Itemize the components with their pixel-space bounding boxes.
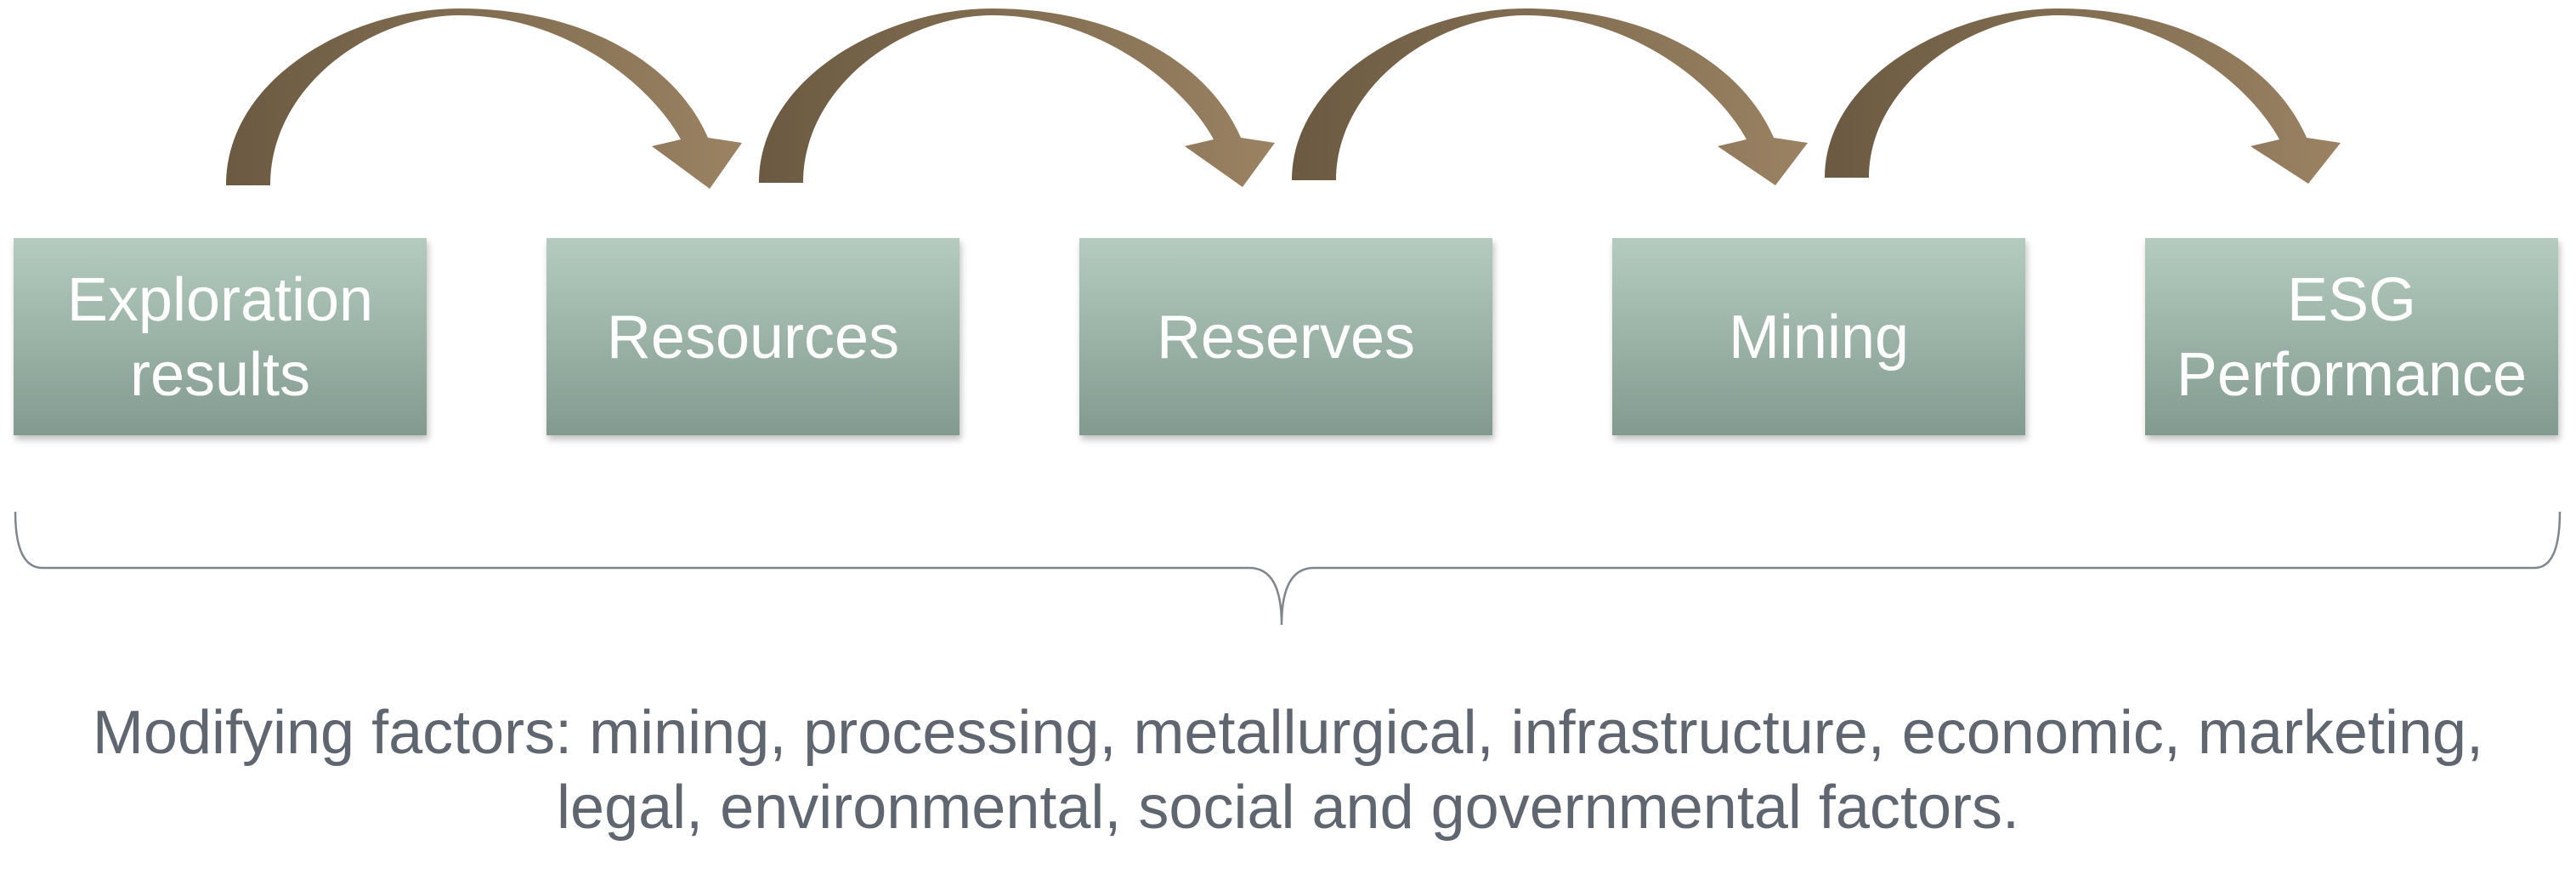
stage-label-reserves: Reserves	[1157, 304, 1415, 372]
stage-label-line: Resources	[607, 304, 899, 372]
curved-arrow-mining-to-esg-performance	[1825, 9, 2341, 184]
stage-label-line: Exploration	[67, 266, 373, 334]
stage-box-bg	[1612, 238, 2025, 435]
stage-box-bg	[546, 238, 960, 435]
stage-label-mining: Mining	[1729, 304, 1909, 372]
stage-box-bg	[14, 238, 427, 435]
stage-label-exploration-results: Exploration results	[67, 266, 373, 409]
curved-arrow-exploration-results-to-resources	[226, 9, 742, 189]
caption-line-2: legal, environmental, social and governm…	[557, 774, 2019, 842]
modifying-factors-caption: Modifying factors: mining, processing, m…	[34, 695, 2542, 845]
stage-box-esg-performance: ESG Performance	[2145, 238, 2558, 435]
stage-label-line: Reserves	[1157, 304, 1415, 372]
stage-box-bg	[1079, 238, 1492, 435]
stage-label-line: results	[130, 341, 310, 409]
stage-box-resources: Resources	[546, 238, 960, 435]
caption-line-1: Modifying factors: mining, processing, m…	[92, 699, 2484, 767]
stage-label-resources: Resources	[607, 304, 899, 372]
stage-box-reserves: Reserves	[1079, 238, 1492, 435]
curved-arrow-reserves-to-mining	[1292, 9, 1808, 185]
stage-label-line: Performance	[2177, 341, 2527, 409]
arrows-layer	[226, 9, 2341, 189]
stage-box-bg	[2145, 238, 2558, 435]
stage-box-exploration-results: Exploration results	[14, 238, 427, 435]
stage-label-line: ESG	[2287, 266, 2416, 334]
stage-label-line: Mining	[1729, 304, 1909, 372]
stage-label-esg-performance: ESG Performance	[2177, 266, 2527, 409]
stages-layer: Exploration results Resources Reserves Minin…	[14, 238, 2558, 435]
curved-arrow-resources-to-reserves	[759, 9, 1275, 187]
bracket-brace	[14, 511, 2562, 626]
stage-box-mining: Mining	[1612, 238, 2025, 435]
